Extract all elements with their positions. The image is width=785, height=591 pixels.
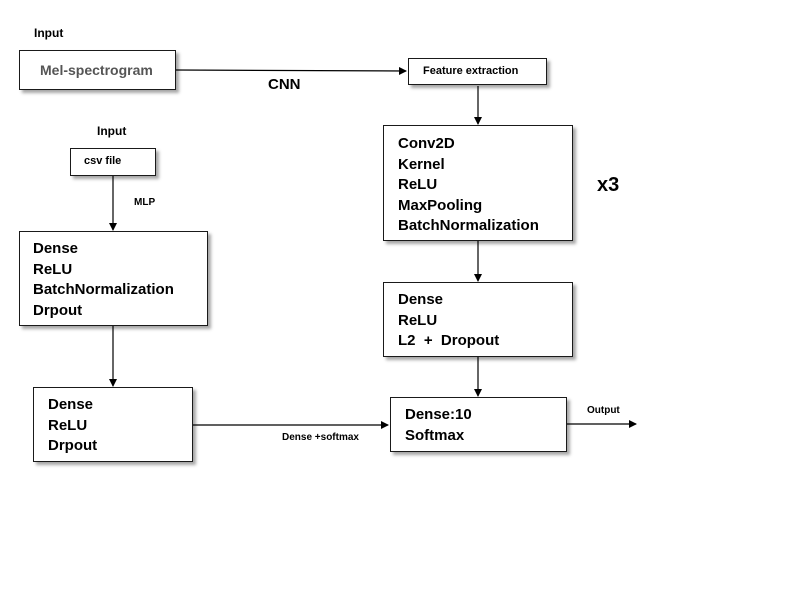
box-line: Kernel xyxy=(398,155,445,173)
box-line: BatchNormalization xyxy=(33,281,174,299)
box-line: csv file xyxy=(84,155,122,167)
box-line: Drpout xyxy=(33,301,83,319)
box-line: Conv2D xyxy=(398,135,455,152)
box-line: Softmax xyxy=(405,426,465,444)
cnn-label: CNN xyxy=(268,76,301,93)
mel-spectrogram-box: Mel-spectrogram xyxy=(19,50,176,90)
mlp-block2-box: Dense ReLU Drpout xyxy=(33,387,193,462)
box-line: Dense xyxy=(48,396,94,413)
output-label: Output xyxy=(587,405,620,416)
mlp-block1-box: Dense ReLU BatchNormalization Drpout xyxy=(19,231,208,326)
box-line: Feature extraction xyxy=(423,65,519,77)
box-line: L2 + Dropout xyxy=(398,332,500,350)
csv-file-box: csv file xyxy=(70,148,156,176)
final-dense-softmax-box: Dense:10 Softmax xyxy=(390,397,567,452)
box-line: Dense:10 xyxy=(405,406,472,423)
box-line: Dense xyxy=(398,291,444,308)
input-label-top: Input xyxy=(34,26,64,40)
box-line: MaxPooling xyxy=(398,196,483,214)
repeat-x3-label: x3 xyxy=(597,174,620,196)
box-line: ReLU xyxy=(33,260,73,278)
feature-extraction-box: Feature extraction xyxy=(408,58,547,85)
arrow-mel-to-feature xyxy=(175,66,407,75)
box-line: Mel-spectrogram xyxy=(40,62,153,78)
box-line: BatchNormalization xyxy=(398,217,539,235)
box-line: Dense xyxy=(33,240,79,257)
box-line: ReLU xyxy=(398,176,438,194)
box-line: ReLU xyxy=(48,416,88,434)
input-label-mid: Input xyxy=(97,124,127,138)
conv-block-box: Conv2D Kernel ReLU MaxPooling BatchNorma… xyxy=(383,125,573,241)
mlp-label: MLP xyxy=(134,197,156,208)
cnn-dense-box: Dense ReLU L2 + Dropout xyxy=(383,282,573,357)
box-line: ReLU xyxy=(398,311,438,329)
box-line: Drpout xyxy=(48,437,98,455)
dense-softmax-label: Dense +softmax xyxy=(282,432,359,443)
